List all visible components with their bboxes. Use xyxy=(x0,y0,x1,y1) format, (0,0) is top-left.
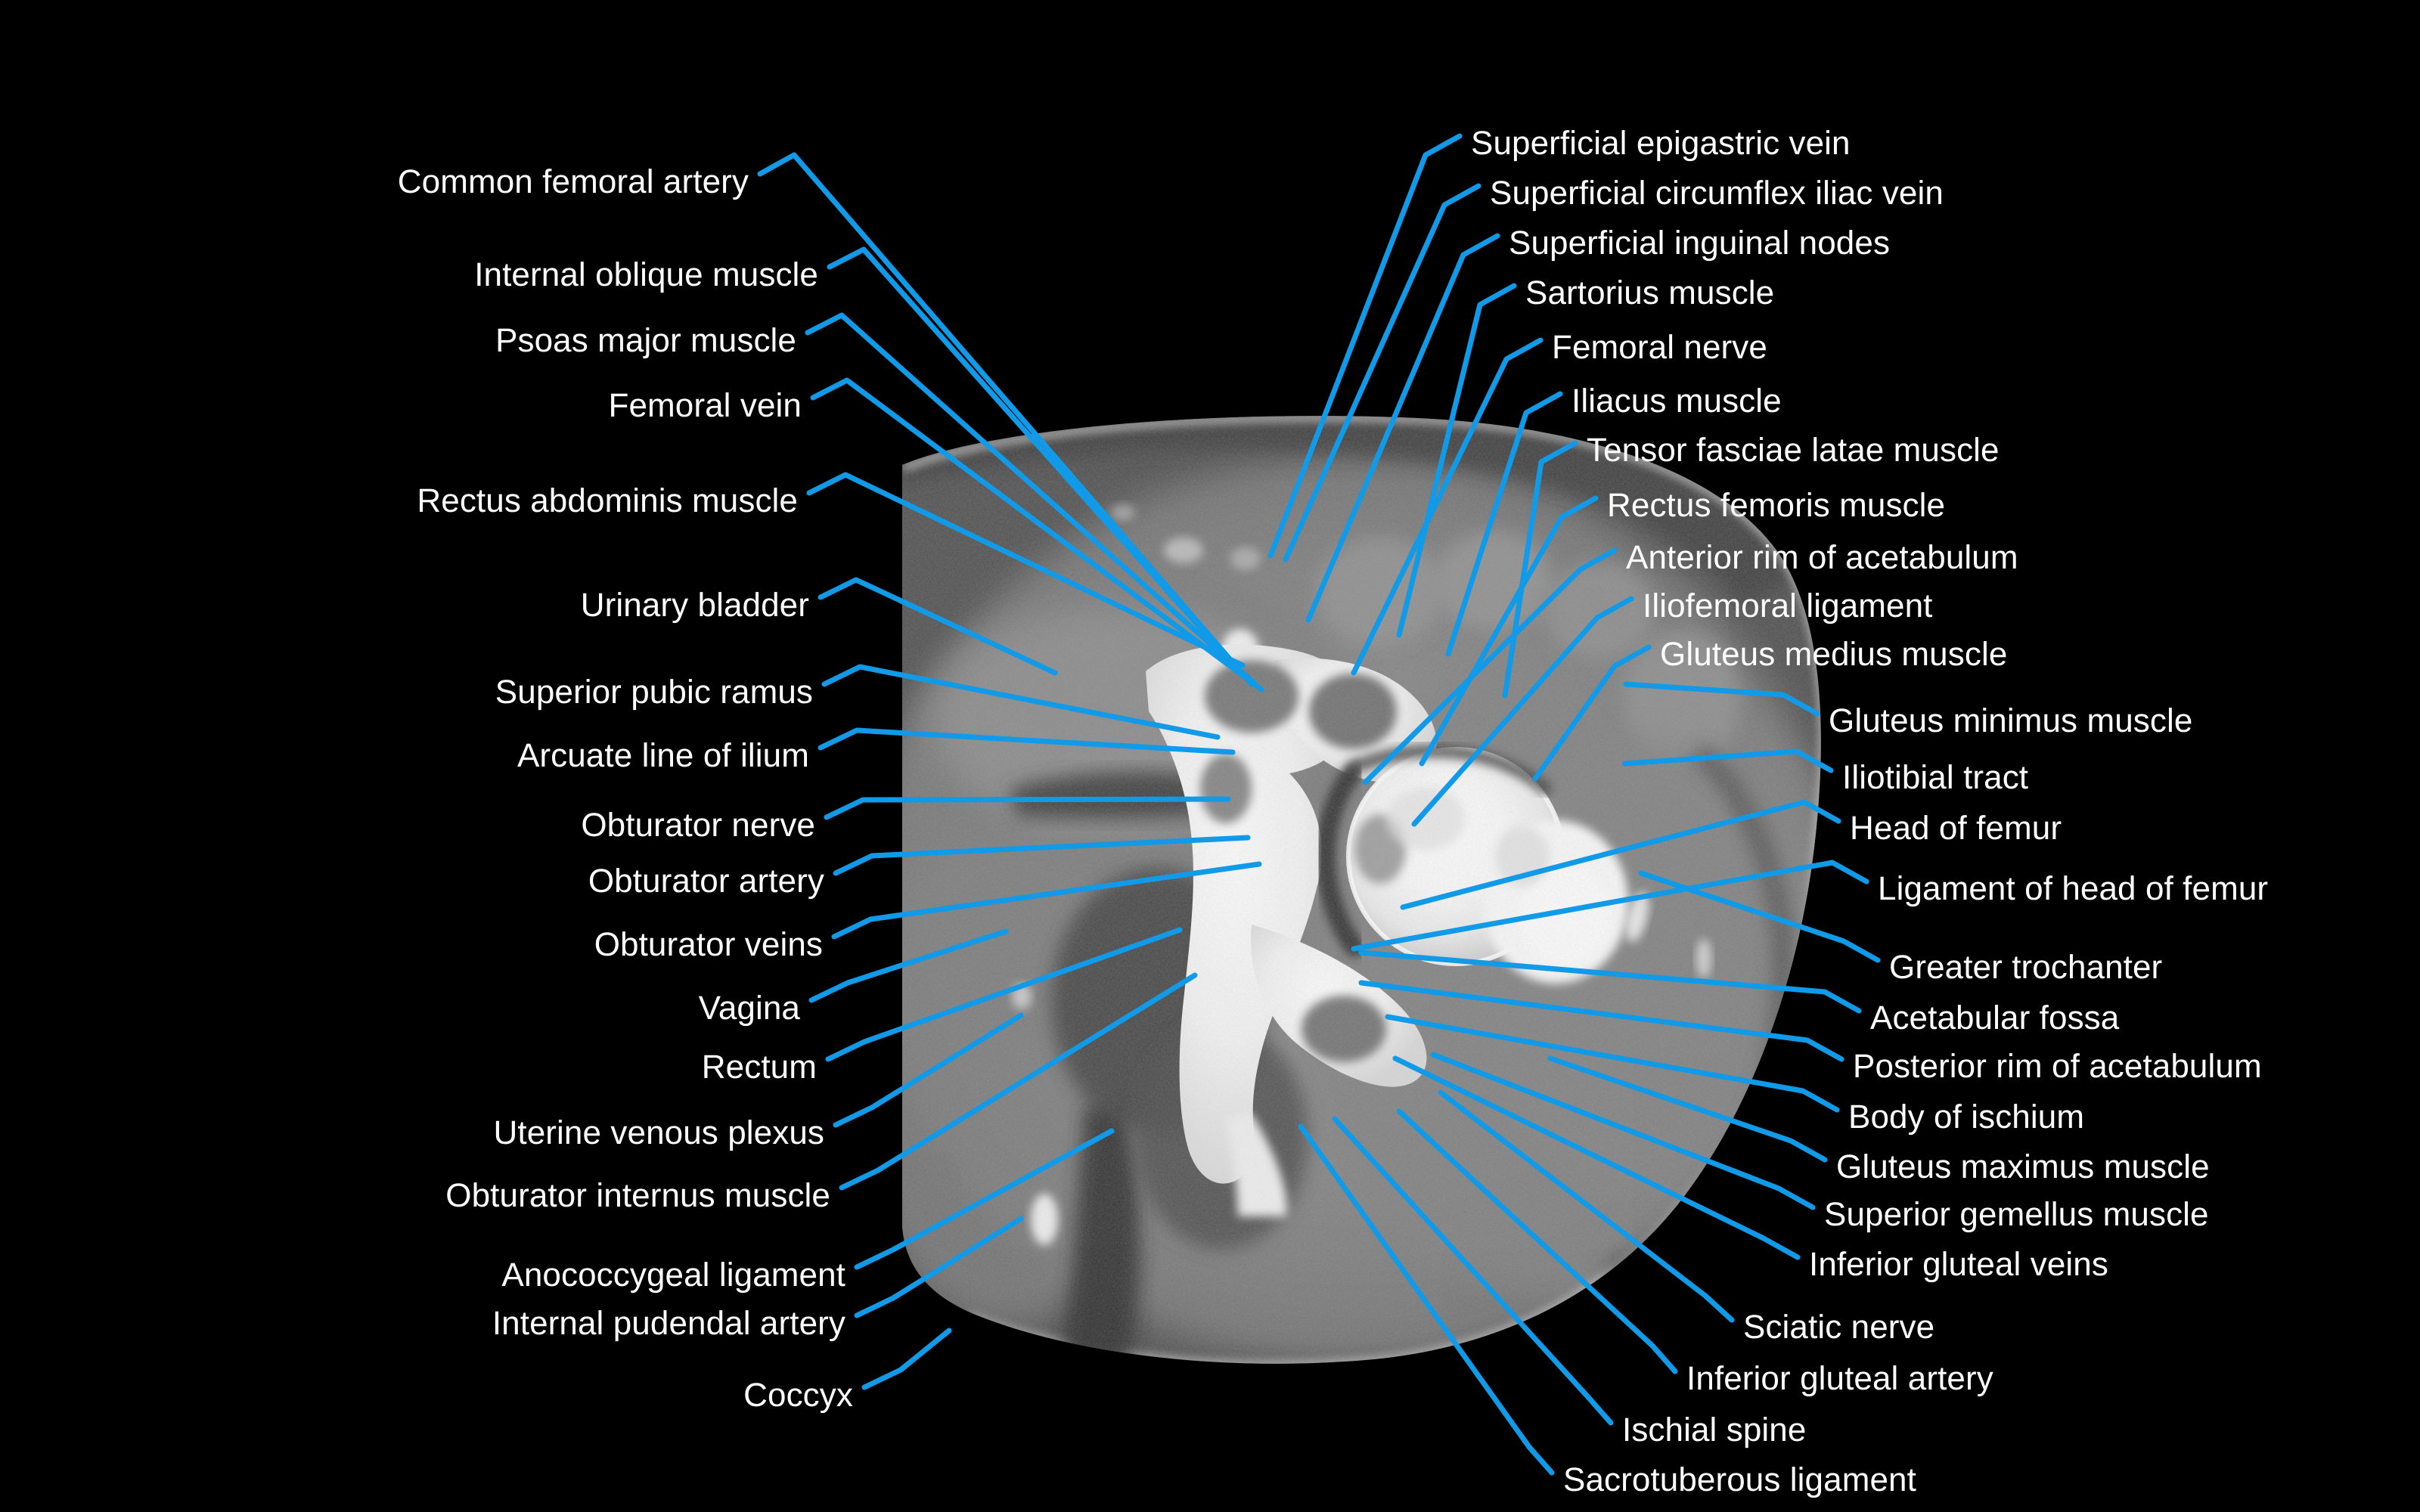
anatomy-label-femoral-nerve: Femoral nerve xyxy=(1552,329,1767,366)
anatomy-label-superficial-epigastric-vein: Superficial epigastric vein xyxy=(1471,125,1851,162)
anatomy-label-inferior-gluteal-veins: Inferior gluteal veins xyxy=(1809,1246,2108,1283)
anatomy-label-gluteus-maximus-muscle: Gluteus maximus muscle xyxy=(1836,1148,2210,1185)
anatomy-label-anococcygeal-ligament: Anococcygeal ligament xyxy=(501,1256,845,1294)
anatomy-label-obturator-artery: Obturator artery xyxy=(588,863,824,900)
anatomy-label-inferior-gluteal-artery: Inferior gluteal artery xyxy=(1686,1360,1993,1397)
anatomy-label-sacrotuberous-ligament: Sacrotuberous ligament xyxy=(1563,1461,1916,1498)
anatomy-label-arcuate-line-of-ilium: Arcuate line of ilium xyxy=(517,737,809,774)
anatomy-label-psoas-major-muscle: Psoas major muscle xyxy=(495,322,796,359)
anatomy-label-rectus-femoris-muscle: Rectus femoris muscle xyxy=(1607,487,1946,524)
anatomy-label-iliotibial-tract: Iliotibial tract xyxy=(1842,759,2029,796)
anatomy-label-obturator-internus-muscle: Obturator internus muscle xyxy=(445,1177,830,1214)
anatomy-label-body-of-ischium: Body of ischium xyxy=(1848,1098,2085,1136)
anatomy-label-ischial-spine: Ischial spine xyxy=(1622,1411,1807,1448)
anatomy-label-obturator-nerve: Obturator nerve xyxy=(581,807,815,844)
anatomy-label-head-of-femur: Head of femur xyxy=(1850,810,2062,847)
anatomy-label-superior-gemellus-muscle: Superior gemellus muscle xyxy=(1824,1196,2209,1233)
anatomy-label-sartorius-muscle: Sartorius muscle xyxy=(1525,274,1775,311)
anatomy-label-ligament-of-head-of-femur: Ligament of head of femur xyxy=(1878,870,2269,907)
anatomy-label-gluteus-minimus-muscle: Gluteus minimus muscle xyxy=(1829,702,2193,739)
anatomy-label-superficial-inguinal-nodes: Superficial inguinal nodes xyxy=(1509,225,1891,262)
anatomy-label-acetabular-fossa: Acetabular fossa xyxy=(1870,999,2120,1036)
anatomy-label-vagina: Vagina xyxy=(698,990,800,1027)
anatomy-label-internal-oblique-muscle: Internal oblique muscle xyxy=(474,256,818,293)
anatomy-label-obturator-veins: Obturator veins xyxy=(594,926,823,963)
anatomy-label-rectus-abdominis-muscle: Rectus abdominis muscle xyxy=(417,482,798,519)
anatomy-label-tensor-fasciae-latae-muscle: Tensor fasciae latae muscle xyxy=(1587,432,2000,469)
anatomy-label-urinary-bladder: Urinary bladder xyxy=(580,587,809,624)
anatomy-label-superior-pubic-ramus: Superior pubic ramus xyxy=(495,674,813,711)
anatomy-label-posterior-rim-of-acetabulum: Posterior rim of acetabulum xyxy=(1853,1048,2262,1085)
anatomy-label-anterior-rim-of-acetabulum: Anterior rim of acetabulum xyxy=(1626,539,2018,576)
anatomy-label-greater-trochanter: Greater trochanter xyxy=(1889,949,2163,986)
anatomy-label-uterine-venous-plexus: Uterine venous plexus xyxy=(493,1114,824,1151)
anatomy-label-gluteus-medius-muscle: Gluteus medius muscle xyxy=(1660,636,2008,673)
anatomy-label-iliofemoral-ligament: Iliofemoral ligament xyxy=(1643,587,1933,624)
anatomy-label-internal-pudendal-artery: Internal pudendal artery xyxy=(492,1305,845,1342)
anatomy-label-coccyx: Coccyx xyxy=(743,1377,853,1414)
anatomy-label-superficial-circumflex-iliac-vein: Superficial circumflex iliac vein xyxy=(1490,175,1944,212)
anatomy-label-sciatic-nerve: Sciatic nerve xyxy=(1743,1309,1935,1346)
anatomy-label-common-femoral-artery: Common femoral artery xyxy=(397,163,749,200)
anatomy-label-femoral-vein: Femoral vein xyxy=(608,387,802,424)
anatomy-label-rectum: Rectum xyxy=(701,1049,817,1086)
anatomy-label-iliacus-muscle: Iliacus muscle xyxy=(1571,383,1782,420)
